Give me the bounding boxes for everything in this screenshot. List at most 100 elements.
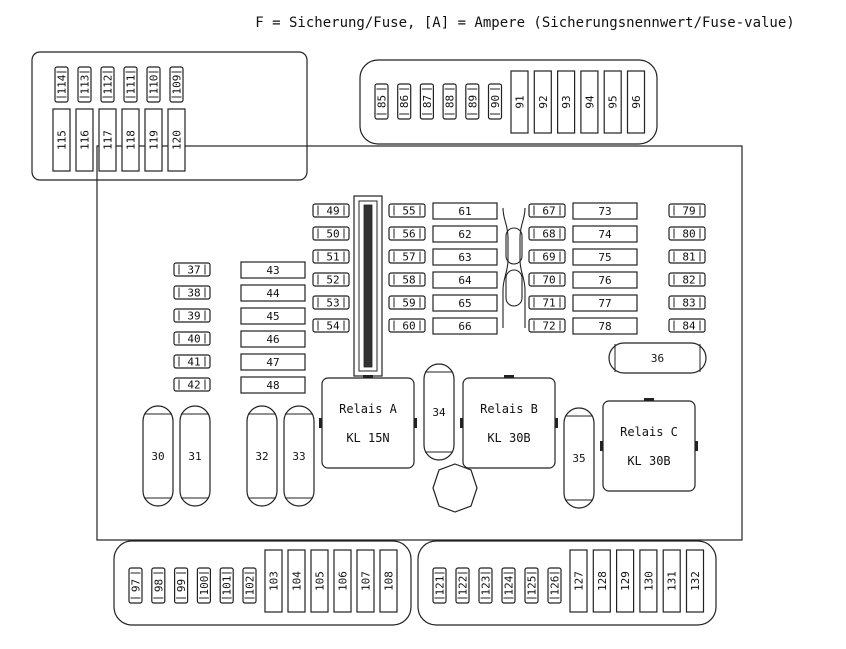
fuse-128: 128 (592, 549, 611, 613)
fuse-76: 76 (572, 271, 638, 289)
fuse-label: 130 (642, 571, 655, 591)
fuse-label: 36 (651, 352, 664, 365)
fuse-95: 95 (603, 70, 622, 134)
fuse-label: 57 (402, 251, 415, 264)
fuse-78: 78 (572, 317, 638, 335)
fuse-63: 63 (432, 248, 498, 266)
fuse-68: 68 (528, 226, 566, 241)
fuse-label: 33 (292, 450, 305, 463)
fuse-label: 92 (537, 95, 550, 108)
fuse-129: 129 (615, 549, 635, 613)
fuse-56: 56 (388, 226, 426, 241)
fuse-label: 64 (458, 274, 472, 287)
fuse-label: 98 (152, 579, 165, 592)
fuse-71: 71 (528, 295, 566, 310)
fuse-132: 132 (685, 549, 705, 613)
fuse-label: 114 (56, 74, 69, 94)
fuse-124: 124 (501, 567, 516, 604)
fuse-label: 76 (598, 274, 611, 287)
fuse-label: 123 (480, 576, 493, 596)
fuse-label: 61 (458, 205, 471, 218)
fuse-label: 117 (102, 130, 115, 150)
fuse-30: 30 (142, 405, 174, 507)
fuse-60: 60 (388, 318, 426, 333)
panel-top-right (359, 59, 658, 145)
fuse-94: 94 (580, 70, 599, 134)
fuse-39: 39 (173, 308, 211, 323)
clip-connector (502, 207, 526, 328)
fuse-label: 46 (266, 333, 279, 346)
fuse-115: 115 (52, 108, 71, 172)
fuse-label: 74 (598, 228, 612, 241)
fuse-label: 94 (583, 95, 596, 109)
fuse-88: 88 (442, 83, 457, 120)
fuse-40: 40 (173, 331, 211, 346)
fuse-102: 102 (242, 567, 257, 604)
fuse-75: 75 (572, 248, 638, 266)
fuse-38: 38 (173, 285, 211, 300)
fuse-93: 93 (556, 70, 576, 134)
fuse-42: 42 (173, 377, 211, 392)
fuse-label: 120 (171, 130, 184, 150)
fuse-119: 119 (144, 108, 163, 172)
fuse-label: 59 (402, 297, 415, 310)
fuse-label: 124 (503, 575, 516, 595)
fuse-label: 102 (244, 576, 257, 596)
fuse-label: 110 (148, 75, 161, 95)
fuse-87: 87 (419, 83, 434, 120)
fuse-34: 34 (423, 363, 455, 461)
fuse-91: 91 (510, 70, 529, 134)
fuse-label: 121 (434, 576, 447, 596)
fuse-label: 30 (151, 450, 164, 463)
fuse-label: 69 (542, 251, 555, 264)
fuse-50: 50 (312, 226, 350, 241)
fuse-49: 49 (312, 203, 350, 218)
fuse-label: 68 (542, 228, 555, 241)
fuse-label: 107 (360, 571, 373, 591)
bus-bar (353, 195, 383, 377)
fuse-114: 114 (54, 66, 69, 103)
fuse-125: 125 (524, 567, 539, 604)
fuse-label: 56 (402, 228, 415, 241)
fuse-121: 121 (432, 567, 447, 604)
fuse-label: 62 (458, 228, 471, 241)
fuse-107: 107 (356, 549, 375, 613)
panel-bottom-right (417, 540, 717, 626)
fuse-80: 80 (668, 226, 706, 241)
fuse-52: 52 (312, 272, 350, 287)
fuse-label: 86 (398, 95, 411, 108)
fuse-59: 59 (388, 295, 426, 310)
fuse-67: 67 (528, 203, 566, 218)
fuse-33: 33 (283, 405, 315, 507)
fuse-label: 104 (291, 571, 304, 591)
fuse-label: 109 (171, 75, 184, 95)
fuse-116: 116 (75, 108, 94, 172)
fuse-label: 101 (221, 576, 234, 596)
fuse-label: 105 (314, 571, 327, 591)
fuse-label: 125 (526, 576, 539, 596)
fuse-48: 48 (240, 376, 306, 394)
fuse-105: 105 (310, 549, 329, 613)
fuse-90: 90 (487, 83, 503, 120)
fuse-35: 35 (563, 407, 595, 509)
fuse-label: 44 (266, 287, 280, 300)
fuse-label: 87 (421, 95, 434, 108)
fuse-85: 85 (374, 83, 389, 120)
fuse-label: 80 (682, 228, 695, 241)
fuse-65: 65 (432, 294, 498, 312)
fuse-label: 93 (560, 95, 573, 108)
fuse-51: 51 (312, 249, 350, 264)
fuse-110: 110 (146, 66, 161, 103)
fuse-label: 73 (598, 205, 611, 218)
fuse-label: 40 (187, 333, 200, 346)
fuse-84: 84 (668, 318, 706, 333)
fuse-111: 111 (123, 66, 138, 103)
relay-c: Relais CKL 30B (600, 398, 698, 492)
fuse-label: 75 (598, 251, 611, 264)
relay-name: Relais C (620, 425, 678, 439)
fuse-45: 45 (240, 307, 306, 325)
relay-name: Relais A (339, 402, 398, 416)
fuse-120: 120 (167, 108, 186, 172)
fuse-label: 49 (326, 205, 339, 218)
